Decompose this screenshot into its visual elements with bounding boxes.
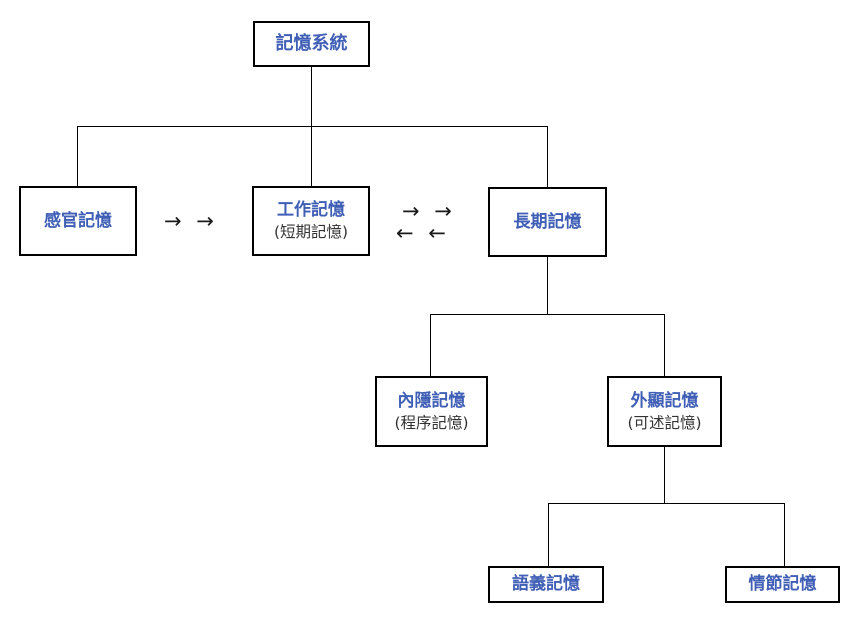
connector-to-episodic bbox=[784, 503, 785, 566]
node-semantic-memory-label: 語義記憶 bbox=[512, 574, 580, 595]
right-arrows-icon: → → bbox=[402, 199, 452, 223]
connector-to-working bbox=[311, 126, 312, 186]
connector-explicit-down bbox=[664, 447, 665, 503]
node-longterm-memory: 長期記憶 bbox=[488, 187, 607, 257]
node-sensory-memory-label: 感官記憶 bbox=[44, 210, 112, 231]
node-sensory-memory: 感官記憶 bbox=[19, 186, 137, 256]
node-longterm-memory-label: 長期記憶 bbox=[513, 211, 582, 232]
connector-to-sensory bbox=[77, 126, 78, 186]
left-arrows-icon: ← ← bbox=[396, 221, 446, 245]
node-working-memory-label: 工作記憶 bbox=[277, 200, 345, 221]
node-implicit-memory-label: 內隱記憶 bbox=[397, 390, 466, 411]
connector-to-explicit bbox=[664, 314, 665, 376]
node-explicit-memory-sublabel: (可述記憶) bbox=[627, 413, 702, 432]
right-arrows-icon: → → bbox=[164, 209, 214, 233]
node-episodic-memory: 情節記憶 bbox=[725, 566, 840, 603]
node-working-memory-sublabel: (短期記憶) bbox=[273, 223, 349, 241]
node-explicit-memory-label: 外顯記憶 bbox=[630, 390, 699, 411]
node-working-memory: 工作記憶 (短期記憶) bbox=[252, 186, 370, 256]
connector-to-implicit bbox=[430, 314, 431, 376]
node-episodic-memory-label: 情節記憶 bbox=[748, 574, 817, 595]
node-implicit-memory-sublabel: (程序記憶) bbox=[394, 413, 469, 432]
node-memory-system-label: 記憶系統 bbox=[275, 32, 348, 54]
arrow-working-longterm-bidirectional: → → ← ← bbox=[396, 199, 452, 244]
connector-level1-horizontal bbox=[77, 126, 548, 127]
connector-longterm-down bbox=[547, 257, 548, 314]
connector-to-longterm bbox=[547, 126, 548, 187]
connector-to-semantic bbox=[548, 503, 549, 566]
connector-root-down bbox=[311, 67, 312, 126]
node-semantic-memory: 語義記憶 bbox=[488, 566, 604, 603]
connector-level3-horizontal bbox=[548, 503, 784, 504]
node-explicit-memory: 外顯記憶 (可述記憶) bbox=[607, 376, 722, 447]
arrow-sensory-to-working: → → bbox=[164, 210, 214, 232]
node-memory-system: 記憶系統 bbox=[253, 21, 370, 67]
node-implicit-memory: 內隱記憶 (程序記憶) bbox=[375, 376, 488, 447]
connector-level2-horizontal bbox=[430, 314, 665, 315]
